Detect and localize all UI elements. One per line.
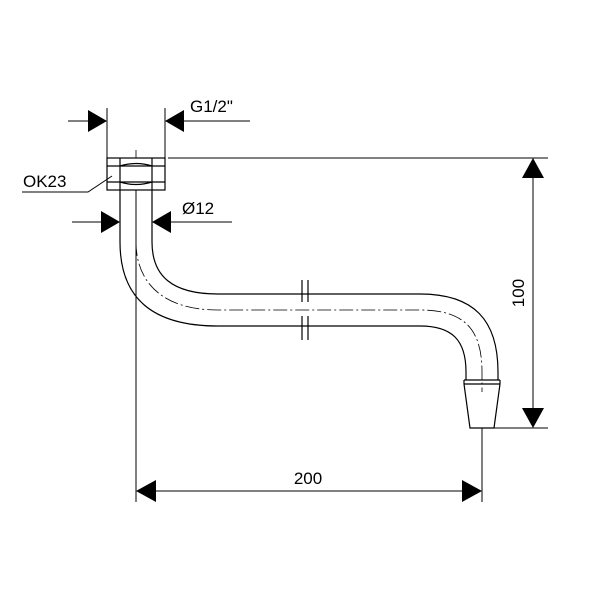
thread-dimension <box>68 110 250 132</box>
height-label: 100 <box>509 279 528 307</box>
height-dimension <box>522 158 544 428</box>
hex-nut <box>106 157 166 191</box>
centerlines <box>135 150 483 392</box>
diameter-dimension <box>72 211 232 233</box>
extension-lines <box>106 108 548 502</box>
width-label: 200 <box>294 469 322 488</box>
width-dimension <box>136 480 482 502</box>
spout-pipe <box>119 190 499 380</box>
thread-label: G1/2" <box>190 97 233 116</box>
outlet-nozzle <box>463 379 501 429</box>
diameter-label: Ø12 <box>182 199 214 218</box>
nut-leader <box>22 175 113 193</box>
nut-label: OK23 <box>23 172 66 191</box>
break-marks <box>301 280 309 340</box>
